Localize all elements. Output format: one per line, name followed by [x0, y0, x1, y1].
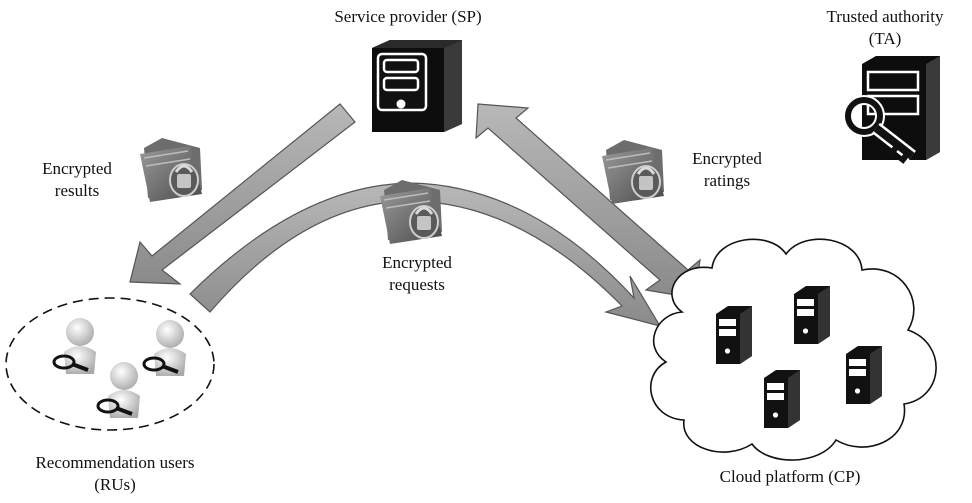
trusted-authority-label: Trusted authority (TA) [826, 7, 944, 48]
cloud-server-icon [716, 306, 752, 364]
cloud-server-icon [846, 346, 882, 404]
encrypted-results-folder-icon [138, 136, 204, 204]
recommendation-users-label: Recommendation users (RUs) [35, 453, 195, 494]
cloud-server-icon [764, 370, 800, 428]
user-magnifier-icon [142, 318, 188, 378]
encrypted-ratings-folder-icon [600, 138, 666, 206]
service-provider-server-icon [372, 40, 462, 132]
key-icon [843, 95, 916, 164]
arrow-requests [189, 182, 662, 327]
cloud-platform-label: Cloud platform (CP) [719, 467, 861, 486]
cloud-icon [650, 238, 937, 461]
arrow-results [129, 103, 356, 285]
encrypted-results-label: Encrypted results [42, 159, 112, 200]
user-magnifier-icon [52, 316, 98, 376]
encrypted-requests-folder-icon [378, 178, 444, 246]
user-magnifier-icon [96, 360, 142, 420]
encrypted-requests-label: Encrypted requests [382, 253, 452, 294]
encrypted-ratings-label: Encrypted ratings [692, 149, 762, 190]
users-group-boundary [5, 297, 215, 431]
cloud-server-icon [794, 286, 830, 344]
service-provider-label: Service provider (SP) [334, 7, 482, 26]
